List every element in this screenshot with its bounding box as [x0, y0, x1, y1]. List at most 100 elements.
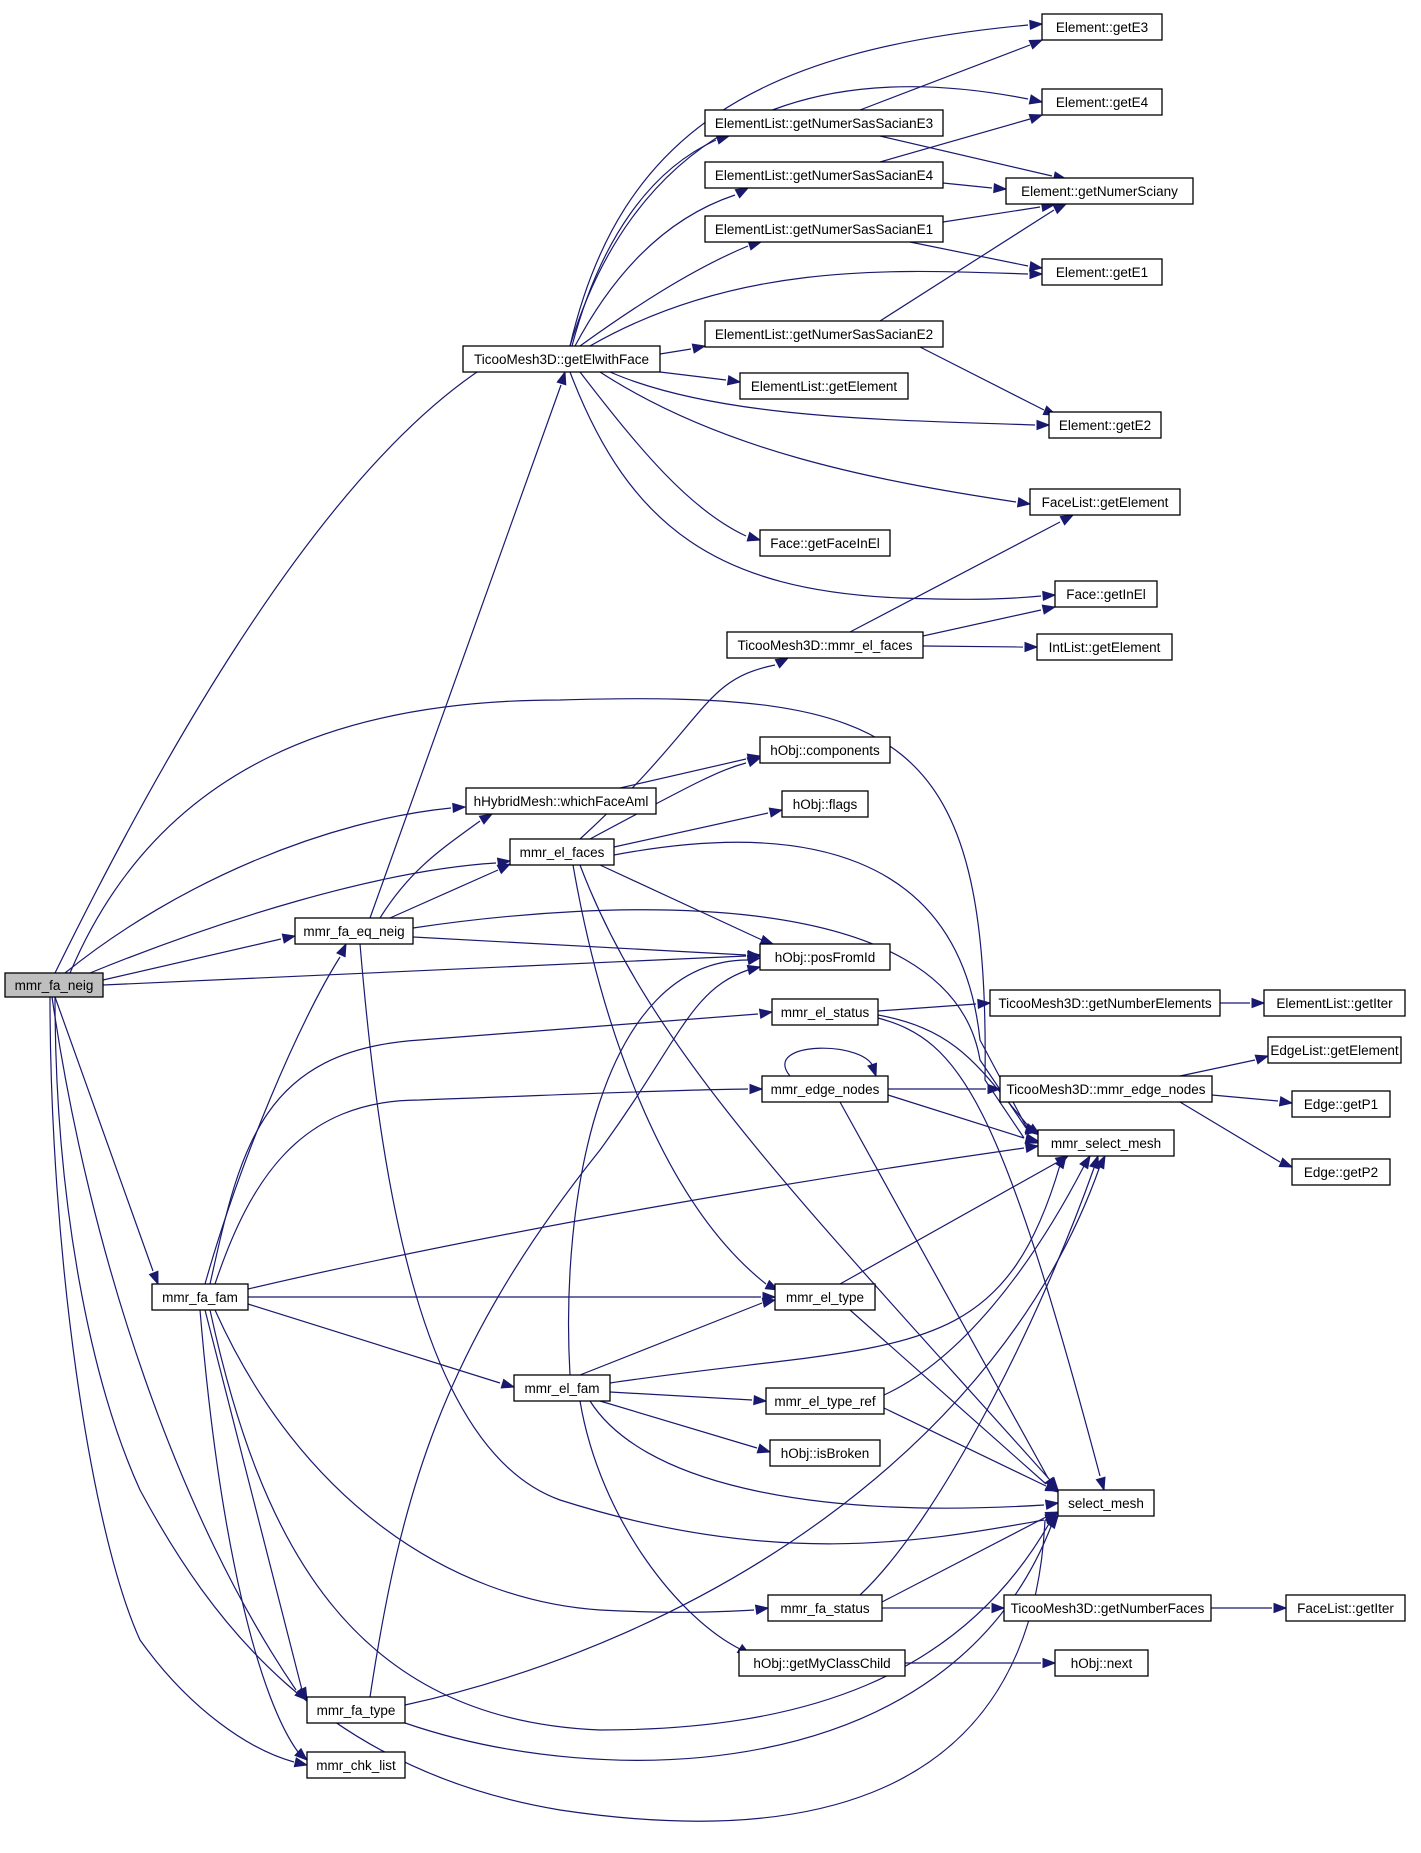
node-box — [1036, 633, 1173, 661]
arrowhead — [754, 1604, 770, 1615]
node-elementlist-getnumersassaciane4[interactable]: ElementList::getNumerSasSacianE4 — [704, 161, 944, 189]
node-element-gete4[interactable]: Element::getE4 — [1041, 88, 1163, 116]
node-ticoomesh3d-mmr-edge-nodes[interactable]: TicooMesh3D::mmr_edge_nodes — [999, 1075, 1213, 1103]
node-mmr-fa-eq-neig[interactable]: mmr_fa_eq_neig — [294, 917, 414, 945]
node-box — [1291, 1090, 1391, 1118]
arrowhead — [761, 1297, 777, 1308]
arrowhead — [336, 942, 347, 958]
edge-ticoomesh3d-getelwithface-to-facelist-getelement — [599, 371, 1032, 508]
node-hobj-next[interactable]: hObj::next — [1054, 1649, 1149, 1677]
node-box — [781, 790, 869, 818]
edge-ticoomesh3d-getelwithface-to-element-gete1 — [589, 268, 1044, 347]
node-label: mmr_fa_status — [780, 1601, 870, 1616]
edge-mmr-el-status-to-ticoomesh3d-getnumberelements — [877, 998, 992, 1012]
edge-mmr-fa-fam-to-mmr-el-status — [209, 1008, 774, 1285]
node-face-getfaceinel[interactable]: Face::getFaceInEl — [759, 529, 891, 557]
node-label: TicooMesh3D::mmr_edge_nodes — [1006, 1082, 1205, 1097]
node-element-getnumersciany[interactable]: Element::getNumerSciany — [1005, 177, 1194, 205]
node-mmr-el-faces[interactable]: mmr_el_faces — [509, 838, 615, 866]
node-mmr-fa-neig[interactable]: mmr_fa_neig — [4, 972, 104, 998]
edge-mmr-fa-eq-neig-to-select-mesh — [359, 943, 1060, 1545]
edge-mmr-fa-type-to-mmr-select-mesh — [404, 1154, 1106, 1706]
node-hobj-posfromid[interactable]: hObj::posFromId — [759, 943, 891, 971]
node-label: mmr_el_fam — [524, 1381, 599, 1396]
node-box — [1005, 177, 1194, 205]
edge-mmr-el-faces-to-mmr-el-type — [572, 864, 780, 1291]
arrowhead — [991, 1602, 1006, 1614]
node-facelist-getiter[interactable]: FaceList::getIter — [1285, 1594, 1406, 1622]
node-box — [726, 631, 924, 659]
node-hobj-getmyclasschild[interactable]: hObj::getMyClassChild — [738, 1649, 906, 1677]
node-hhybridmesh-whichfaceaml[interactable]: hHybridMesh::whichFaceAml — [465, 787, 657, 815]
node-element-gete3[interactable]: Element::getE3 — [1041, 13, 1163, 41]
node-elementlist-getiter[interactable]: ElementList::getIter — [1263, 989, 1406, 1017]
edge-elementlist-getnumersassaciane3-to-element-gete3 — [859, 39, 1044, 111]
node-ticoomesh3d-mmr-el-faces[interactable]: TicooMesh3D::mmr_el_faces — [726, 631, 924, 659]
edge-ticoomesh3d-mmr-el-faces-to-face-getinel — [922, 604, 1057, 637]
node-edge-getp2[interactable]: Edge::getP2 — [1291, 1158, 1391, 1186]
node-mmr-fa-type[interactable]: mmr_fa_type — [306, 1696, 406, 1724]
node-ticoomesh3d-getelwithface[interactable]: TicooMesh3D::getElwithFace — [462, 345, 661, 373]
edge-mmr-fa-fam-to-mmr-el-type — [248, 1291, 777, 1303]
edge-ticoomesh3d-getelwithface-to-element-gete2 — [609, 371, 1051, 431]
node-element-gete1[interactable]: Element::getE1 — [1041, 258, 1163, 286]
node-box — [1285, 1594, 1406, 1622]
node-element-gete2[interactable]: Element::getE2 — [1048, 411, 1162, 439]
node-box — [1041, 88, 1163, 116]
node-box — [306, 1751, 406, 1779]
node-mmr-el-type[interactable]: mmr_el_type — [774, 1283, 876, 1311]
node-mmr-chk-list[interactable]: mmr_chk_list — [306, 1751, 406, 1779]
node-elementlist-getnumersassaciane3[interactable]: ElementList::getNumerSasSacianE3 — [704, 109, 944, 137]
edge-mmr-fa-fam-to-mmr-el-fam — [247, 1303, 516, 1389]
node-hobj-isbroken[interactable]: hObj::isBroken — [769, 1439, 881, 1467]
node-mmr-el-status[interactable]: mmr_el_status — [771, 998, 879, 1026]
node-facelist-getelement[interactable]: FaceList::getElement — [1029, 488, 1181, 516]
arrowhead — [1278, 1157, 1294, 1168]
node-hobj-components[interactable]: hObj::components — [759, 736, 891, 764]
arrowhead — [452, 802, 467, 814]
edge-mmr-fa-neig-to-mmr-el-faces — [89, 857, 512, 974]
nodes: mmr_fa_neigTicooMesh3D::getElwithFaceEle… — [4, 13, 1406, 1779]
arrowhead — [1094, 1154, 1106, 1170]
node-edgelist-getelement[interactable]: EdgeList::getElement — [1267, 1036, 1402, 1064]
arrowhead — [1046, 1514, 1059, 1530]
node-mmr-el-type-ref[interactable]: mmr_el_type_ref — [765, 1387, 885, 1415]
node-box — [759, 943, 891, 971]
node-ticoomesh3d-getnumberelements[interactable]: TicooMesh3D::getNumberElements — [989, 989, 1221, 1017]
arrowhead — [1028, 261, 1044, 272]
edge-mmr-el-fam-to-mmr-el-type — [579, 1297, 777, 1376]
arrowhead — [293, 1757, 309, 1768]
node-edge-getp1[interactable]: Edge::getP1 — [1291, 1090, 1391, 1118]
arrowhead — [1042, 1657, 1057, 1669]
node-elementlist-getnumersassaciane2[interactable]: ElementList::getNumerSasSacianE2 — [704, 320, 944, 348]
node-mmr-edge-nodes[interactable]: mmr_edge_nodes — [761, 1075, 889, 1103]
node-ticoomesh3d-getnumberfaces[interactable]: TicooMesh3D::getNumberFaces — [1003, 1594, 1212, 1622]
node-box — [774, 1283, 876, 1311]
node-label: hObj::next — [1071, 1656, 1133, 1671]
node-box — [769, 1439, 881, 1467]
node-label: Face::getInEl — [1066, 587, 1146, 602]
node-hobj-flags[interactable]: hObj::flags — [781, 790, 869, 818]
arrowhead — [746, 531, 762, 542]
node-mmr-fa-fam[interactable]: mmr_fa_fam — [151, 1283, 249, 1311]
node-elementlist-getelement[interactable]: ElementList::getElement — [739, 372, 909, 400]
arrowhead — [296, 1686, 308, 1702]
node-mmr-fa-status[interactable]: mmr_fa_status — [767, 1594, 883, 1622]
arrowhead — [753, 1394, 768, 1406]
arrowhead — [1052, 203, 1068, 215]
node-mmr-el-fam[interactable]: mmr_el_fam — [513, 1374, 611, 1402]
node-elementlist-getnumersassaciane1[interactable]: ElementList::getNumerSasSacianE1 — [704, 215, 944, 243]
node-select-mesh[interactable]: select_mesh — [1057, 1489, 1155, 1517]
edge-hhybridmesh-whichfaceaml-to-hobj-components — [619, 753, 762, 789]
node-face-getinel[interactable]: Face::getInEl — [1054, 580, 1158, 608]
edges — [49, 19, 1294, 1822]
arrowhead — [1044, 1499, 1060, 1510]
node-mmr-select-mesh[interactable]: mmr_select_mesh — [1037, 1129, 1175, 1157]
node-label: Edge::getP1 — [1304, 1097, 1378, 1112]
node-box — [1057, 1489, 1155, 1517]
edge-mmr-el-type-ref-to-mmr-select-mesh — [883, 1154, 1091, 1396]
node-box — [1291, 1158, 1391, 1186]
node-intlist-getelement[interactable]: IntList::getElement — [1036, 633, 1173, 661]
arrowhead — [1251, 997, 1266, 1009]
arrowhead — [556, 370, 567, 386]
